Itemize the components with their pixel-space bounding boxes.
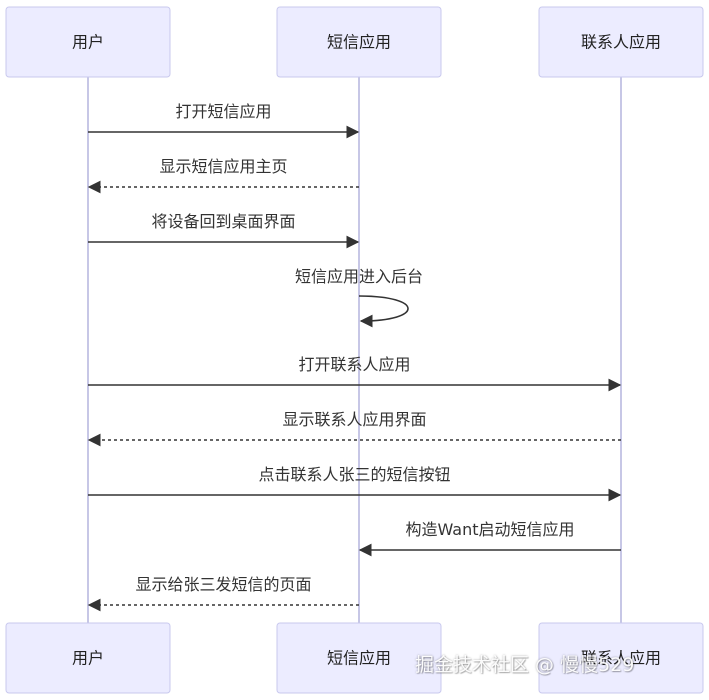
message-3: 将设备回到桌面界面	[88, 212, 360, 249]
message-8: 构造Want启动短信应用	[358, 520, 621, 557]
actor-user-bottom: 用户	[5, 622, 171, 694]
actor-box	[538, 622, 704, 694]
actor-box	[276, 6, 442, 78]
actor-box	[5, 6, 171, 78]
message-1: 打开短信应用	[88, 102, 360, 139]
watermark: 掘金技术社区 @ 慢慢529	[415, 654, 635, 676]
message-label: 显示给张三发短信的页面	[135, 575, 311, 594]
actor-contacts-bottom: 联系人应用	[538, 622, 704, 694]
actor-user-top: 用户	[5, 6, 171, 78]
actor-label: 短信应用	[327, 33, 391, 52]
actor-label: 用户	[72, 33, 104, 52]
actor-label: 联系人应用	[581, 33, 661, 52]
message-label: 短信应用进入后台	[295, 267, 423, 286]
message-9: 显示给张三发短信的页面	[87, 575, 359, 612]
actor-label: 用户	[72, 649, 104, 668]
actor-sms-bottom: 短信应用	[276, 622, 442, 694]
message-label: 显示短信应用主页	[159, 157, 287, 176]
message-7: 点击联系人张三的短信按钮	[88, 465, 622, 502]
message-label: 显示联系人应用界面	[282, 410, 426, 429]
message-label: 点击联系人张三的短信按钮	[258, 465, 450, 484]
message-label: 构造Want启动短信应用	[405, 520, 574, 539]
message-4: 短信应用进入后台	[295, 267, 423, 328]
actor-box	[538, 6, 704, 78]
message-label: 打开联系人应用	[298, 355, 410, 374]
message-6: 显示联系人应用界面	[87, 410, 621, 447]
actor-box	[276, 622, 442, 694]
actor-label: 联系人应用	[581, 649, 661, 668]
actor-box	[5, 622, 171, 694]
message-label: 将设备回到桌面界面	[151, 212, 295, 231]
actor-label: 短信应用	[327, 649, 391, 668]
message-5: 打开联系人应用	[88, 355, 622, 392]
actor-sms-top: 短信应用	[276, 6, 442, 78]
actor-contacts-top: 联系人应用	[538, 6, 704, 78]
self-loop-arrow	[358, 295, 409, 328]
message-2: 显示短信应用主页	[87, 157, 359, 194]
message-label: 打开短信应用	[175, 102, 271, 121]
